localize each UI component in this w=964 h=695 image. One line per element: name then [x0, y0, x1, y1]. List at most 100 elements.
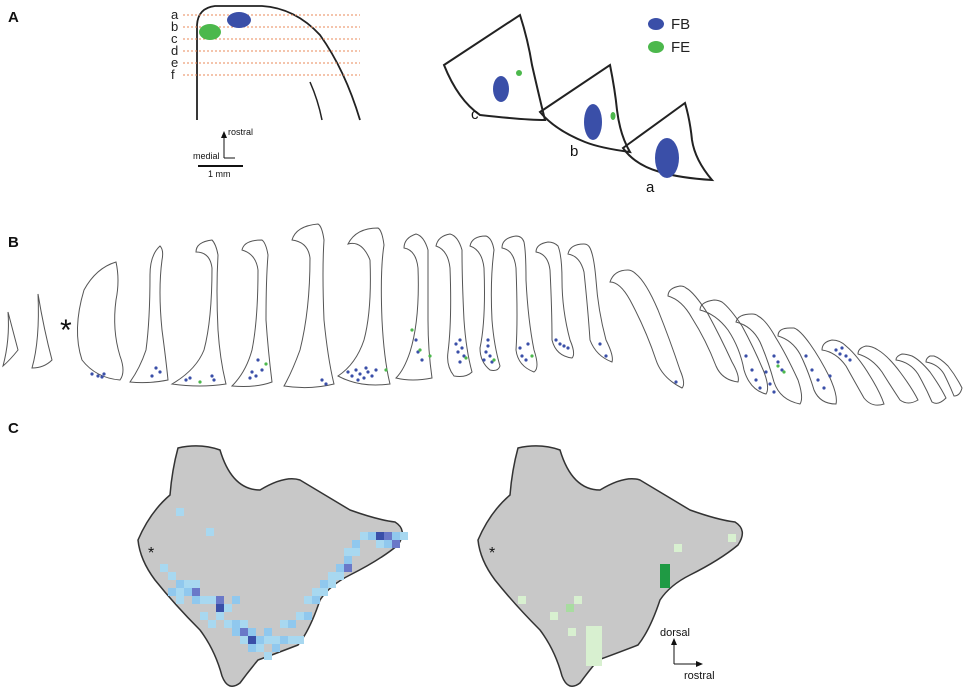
fb-cell-45 [520, 354, 524, 358]
legend-label-fe: FE [671, 39, 690, 56]
level-label-c: c [171, 31, 178, 46]
fb-bin-67 [160, 564, 168, 572]
legend: FB FE [648, 16, 690, 56]
fe-bin-18 [594, 658, 602, 666]
level-labels: a b c d e f [171, 7, 179, 82]
panel-b-label: B [8, 234, 19, 251]
fb-bin-9 [192, 580, 200, 588]
fe-bin-11 [586, 642, 594, 650]
fe-bin-3 [660, 564, 670, 588]
fb-cell-31 [420, 358, 424, 362]
fb-cell-33 [460, 346, 464, 350]
fe-bin-1 [674, 544, 682, 552]
fb-cell-25 [370, 374, 374, 378]
fb-bin-62 [384, 540, 392, 548]
level-label-e: e [171, 55, 178, 70]
fb-bin-68 [192, 588, 200, 596]
fb-bin-54 [352, 548, 360, 556]
panel-a-label: A [8, 9, 19, 26]
fb-bin-2 [206, 528, 214, 536]
section-outline-10 [435, 233, 473, 377]
fb-bin-44 [312, 588, 320, 596]
fb-cell-29 [414, 338, 418, 342]
section-outline-2 [31, 293, 53, 369]
fb-bin-13 [208, 596, 216, 604]
fb-bin-28 [264, 636, 272, 644]
section-outline-12 [501, 235, 538, 373]
fb-cell-11 [212, 378, 216, 382]
fb-cell-72 [844, 354, 848, 358]
fb-bin-32 [272, 636, 280, 644]
fb-bin-51 [344, 564, 352, 572]
rostral-label-c: rostral [684, 670, 715, 682]
fb-bin-12 [200, 596, 208, 604]
fb-cell-42 [490, 360, 494, 364]
fb-bin-63 [392, 540, 400, 548]
fb-cell-23 [362, 376, 366, 380]
fe-bin-2 [728, 534, 736, 542]
section-outline-7 [283, 223, 335, 389]
fb-cell-27 [364, 366, 368, 370]
fb-bin-49 [336, 564, 344, 572]
level-label-f: f [171, 67, 175, 82]
fb-cell-58 [758, 386, 762, 390]
fb-cell-7 [150, 374, 154, 378]
fb-cell-10 [210, 374, 214, 378]
fb-bin-22 [232, 628, 240, 636]
panel-c-label: C [8, 420, 19, 437]
section-outline-14 [567, 243, 613, 363]
section-c-label: c [471, 106, 479, 123]
fe-cell-1 [198, 380, 202, 384]
fb-bin-46 [320, 580, 328, 588]
fb-bin-20 [232, 620, 240, 628]
fb-cell-44 [518, 346, 522, 350]
fb-cell-15 [260, 368, 264, 372]
section-outline-11 [469, 235, 501, 371]
fb-cell-28 [356, 378, 360, 382]
fb-cell-53 [604, 354, 608, 358]
fb-cell-12 [248, 376, 252, 380]
level-label-d: d [171, 43, 178, 58]
fe-bin-4 [518, 596, 526, 604]
fe-bin-15 [594, 642, 602, 650]
section-b: b [538, 63, 632, 160]
flatmap-left-asterisk: * [148, 545, 154, 562]
fb-cell-73 [848, 358, 852, 362]
panel-a: A a b c d e f rostral [8, 5, 715, 196]
fb-cell-55 [744, 354, 748, 358]
section-outline-22 [895, 353, 947, 404]
fe-bin-12 [586, 650, 594, 658]
fb-bin-17 [232, 596, 240, 604]
fb-cell-64 [772, 390, 776, 394]
fe-cell-10 [776, 364, 780, 368]
fb-cell-8 [184, 378, 188, 382]
fb-cell-20 [350, 374, 354, 378]
fe-bin-9 [586, 626, 594, 634]
fb-bin-26 [248, 636, 256, 644]
fb-cell-16 [256, 358, 260, 362]
fb-bin-65 [200, 612, 208, 620]
fb-cell-48 [554, 338, 558, 342]
fb-bin-34 [288, 636, 296, 644]
fb-cell-61 [776, 360, 780, 364]
level-label-b: b [171, 19, 178, 34]
fb-cell-34 [456, 350, 460, 354]
fb-bin-3 [168, 572, 176, 580]
fb-bin-55 [352, 540, 360, 548]
fb-bin-47 [328, 580, 336, 588]
fb-cell-19 [346, 370, 350, 374]
fb-cell-30 [416, 350, 420, 354]
fb-cell-67 [816, 378, 820, 382]
fe-injection-site [199, 24, 221, 40]
fb-cell-41 [482, 358, 486, 362]
labeled-cells [90, 328, 852, 394]
fb-bin-5 [184, 580, 192, 588]
panel-b-asterisk: * [60, 314, 72, 347]
fb-cell-49 [558, 342, 562, 346]
fb-cell-71 [838, 352, 842, 356]
legend-label-fb: FB [671, 16, 690, 33]
section-outline-3 [76, 261, 124, 381]
medial-label: medial [193, 151, 220, 161]
fb-bin-29 [248, 644, 256, 652]
fb-bin-27 [256, 636, 264, 644]
